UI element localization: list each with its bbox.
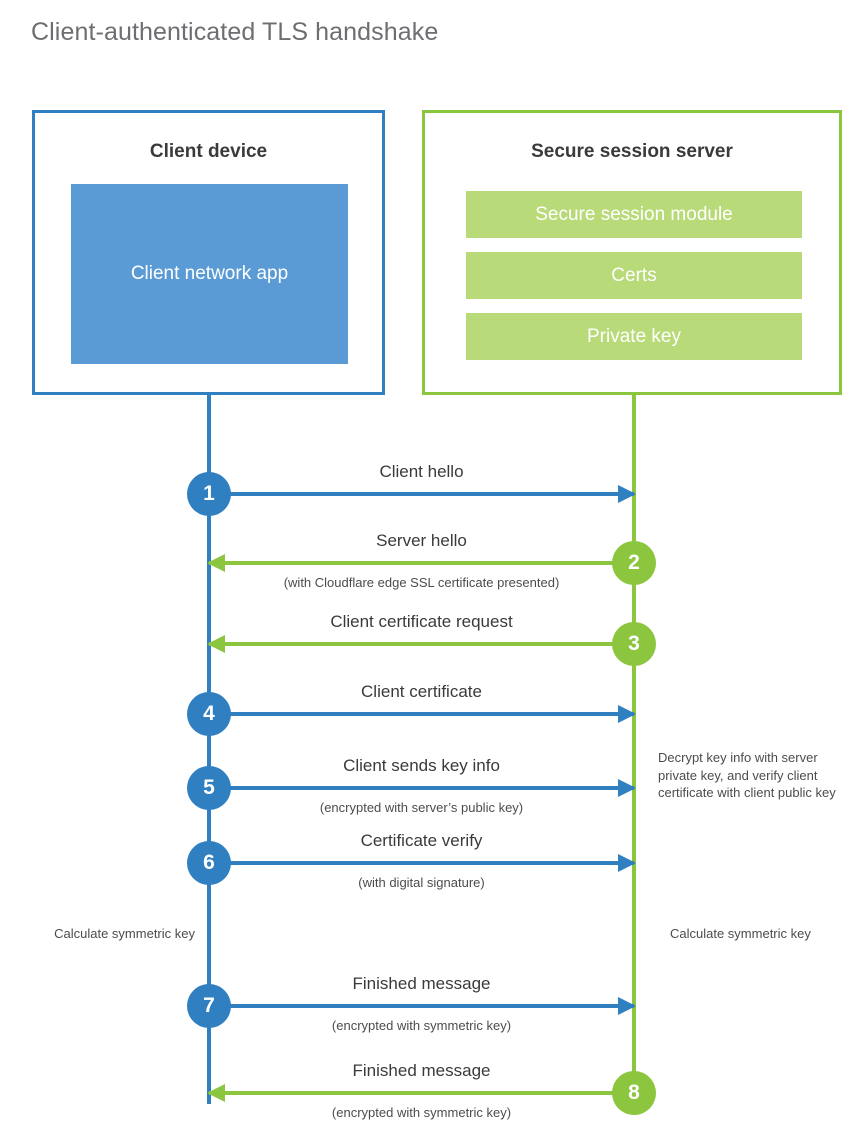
- step-badge-4[interactable]: 4: [187, 692, 231, 736]
- message-1-arrow-line: [209, 492, 634, 496]
- server-lifeline: [632, 392, 636, 1094]
- step-badge-3[interactable]: 3: [612, 622, 656, 666]
- message-8-arrowhead: [207, 1084, 225, 1102]
- message-3-arrow-line: [209, 642, 634, 646]
- page-title: Client-authenticated TLS handshake: [31, 18, 439, 46]
- message-3-arrowhead: [207, 635, 225, 653]
- step-badge-5[interactable]: 5: [187, 766, 231, 810]
- step-badge-2[interactable]: 2: [612, 541, 656, 585]
- message-2-label: Server hello: [376, 531, 467, 550]
- message-3-label: Client certificate request: [330, 612, 513, 631]
- message-7-arrowhead: [618, 997, 636, 1015]
- message-8-label: Finished message: [352, 1061, 491, 1080]
- client-lifeline: [207, 392, 211, 1104]
- message-6-sublabel: (with digital signature): [358, 875, 485, 890]
- note-calculate-symmetric-key-client: Calculate symmetric key: [54, 926, 195, 941]
- note-calculate-symmetric-key-server: Calculate symmetric key: [670, 926, 811, 941]
- secure-session-server-box: Secure session server Secure session mod…: [422, 110, 842, 395]
- message-4-arrow-line: [209, 712, 634, 716]
- client-device-box: Client device Client network app: [32, 110, 385, 395]
- step-badge-7[interactable]: 7: [187, 984, 231, 1028]
- message-7-sublabel: (encrypted with symmetric key): [331, 1018, 512, 1033]
- client-network-app-block: Client network app: [71, 184, 348, 364]
- message-1-arrowhead: [618, 485, 636, 503]
- server-component-private-key: Private key: [466, 313, 802, 360]
- note-decrypt-key-info: Decrypt key info with server private key…: [658, 750, 836, 801]
- message-7-label: Finished message: [352, 974, 491, 993]
- message-5-arrow-line: [209, 786, 634, 790]
- message-1-label: Client hello: [379, 462, 464, 481]
- message-5-arrowhead: [618, 779, 636, 797]
- message-8-arrow-line: [209, 1091, 634, 1095]
- message-4-label: Client certificate: [361, 682, 482, 701]
- step-badge-1[interactable]: 1: [187, 472, 231, 516]
- message-5-label: Client sends key info: [343, 756, 500, 775]
- message-8-sublabel: (encrypted with symmetric key): [331, 1105, 512, 1120]
- step-badge-6[interactable]: 6: [187, 841, 231, 885]
- message-7-arrow-line: [209, 1004, 634, 1008]
- step-badge-8[interactable]: 8: [612, 1071, 656, 1115]
- server-component-secure-session-module: Secure session module: [466, 191, 802, 238]
- message-2-arrowhead: [207, 554, 225, 572]
- secure-session-server-title: Secure session server: [531, 141, 733, 162]
- message-6-arrowhead: [618, 854, 636, 872]
- client-device-title: Client device: [149, 141, 268, 162]
- message-2-arrow-line: [209, 561, 634, 565]
- message-5-sublabel: (encrypted with server’s public key): [319, 800, 524, 815]
- message-4-arrowhead: [618, 705, 636, 723]
- server-component-certs: Certs: [466, 252, 802, 299]
- message-6-label: Certificate verify: [360, 831, 483, 850]
- message-6-arrow-line: [209, 861, 634, 865]
- message-2-sublabel: (with Cloudflare edge SSL certificate pr…: [283, 575, 560, 590]
